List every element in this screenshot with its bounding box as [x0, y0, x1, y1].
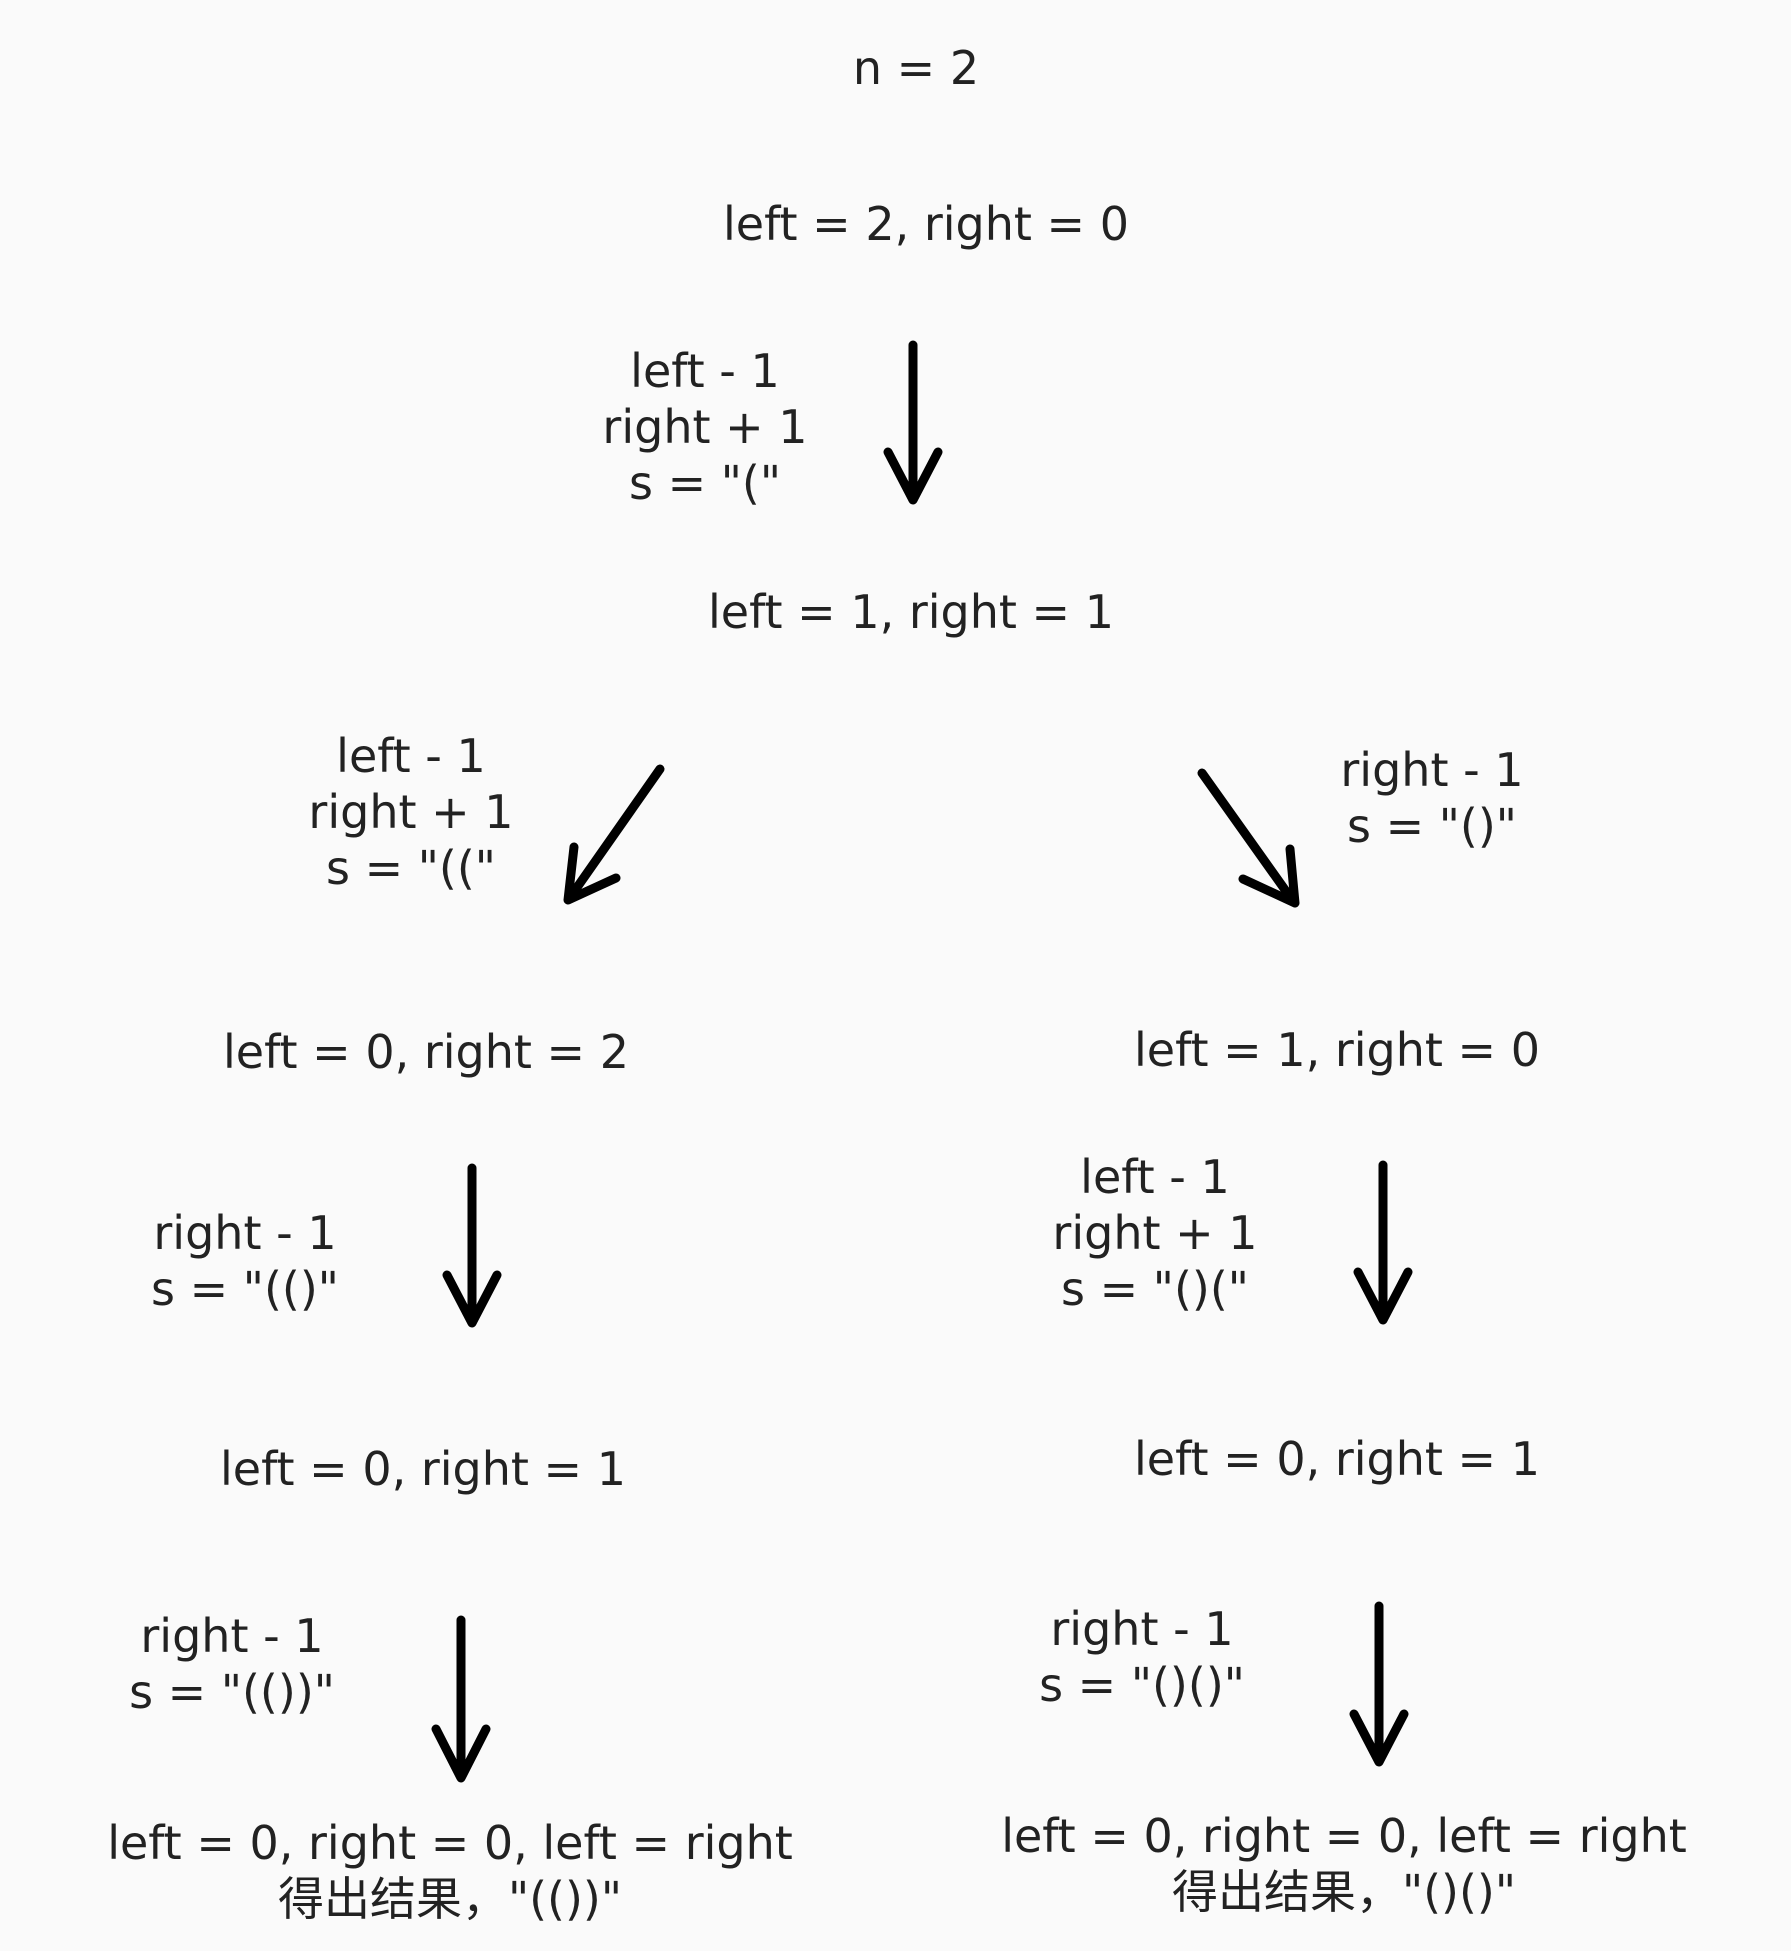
node-start: left = 2, right = 0 — [723, 197, 1129, 251]
node-left-2: left = 0, right = 1 — [220, 1442, 626, 1496]
edge-label-2-line-1: left - 1 — [336, 729, 486, 783]
node-right-3-line1: left = 0, right = 0, left = right — [1001, 1809, 1687, 1863]
edge-label-3: right - 1 s = "()" — [1340, 742, 1523, 854]
edge-label-6: left - 1 right + 1 s = "()(" — [1052, 1149, 1257, 1317]
edge-label-4-line-2: s = "(()" — [151, 1262, 339, 1316]
edge-label-2: left - 1 right + 1 s = "((" — [308, 728, 513, 896]
edge-label-1-line-2: right + 1 — [602, 400, 808, 454]
edge-label-5-line-1: right - 1 — [140, 1609, 324, 1663]
edge-label-6-line-3: s = "()(" — [1061, 1262, 1249, 1316]
edge-label-7-line-1: right - 1 — [1050, 1602, 1234, 1656]
edge-label-3-line-1: right - 1 — [1340, 743, 1524, 797]
arrow-7 — [1349, 1601, 1409, 1767]
arrow-1 — [883, 340, 943, 505]
node-left-3-result: 得出结果，"(())" — [277, 1872, 623, 1926]
edge-label-1-line-3: s = "(" — [628, 456, 782, 510]
edge-label-1: left - 1 right + 1 s = "(" — [602, 343, 807, 511]
node-right-1: left = 1, right = 0 — [1134, 1023, 1540, 1077]
node-right-3: left = 0, right = 0, left = right 得出结果，"… — [1001, 1808, 1687, 1920]
arrow-5 — [431, 1615, 491, 1783]
edge-label-7: right - 1 s = "()()" — [1039, 1601, 1245, 1713]
root-label: n = 2 — [852, 41, 980, 95]
edge-label-2-line-3: s = "((" — [326, 841, 496, 895]
node-right-3-result: 得出结果，"()()" — [1171, 1865, 1517, 1919]
node-left-3-line1: left = 0, right = 0, left = right — [107, 1816, 793, 1870]
arrow-2 — [563, 764, 665, 905]
edge-label-6-line-1: left - 1 — [1080, 1150, 1230, 1204]
arrow-4 — [442, 1163, 502, 1328]
edge-label-2-line-2: right + 1 — [308, 785, 514, 839]
edge-label-4-line-1: right - 1 — [153, 1206, 337, 1260]
edge-label-4: right - 1 s = "(()" — [151, 1205, 339, 1317]
arrow-3 — [1197, 768, 1300, 908]
edge-label-3-line-2: s = "()" — [1347, 799, 1517, 853]
edge-label-1-line-1: left - 1 — [630, 344, 780, 398]
node-left-3: left = 0, right = 0, left = right 得出结果，"… — [107, 1815, 793, 1927]
node-right-2: left = 0, right = 1 — [1134, 1432, 1540, 1486]
arrow-6 — [1353, 1160, 1413, 1325]
edge-label-6-line-2: right + 1 — [1052, 1206, 1258, 1260]
edge-label-7-line-2: s = "()()" — [1039, 1658, 1245, 1712]
node-left-1: left = 0, right = 2 — [223, 1025, 629, 1079]
edge-label-5: right - 1 s = "(())" — [129, 1608, 335, 1720]
edge-label-5-line-2: s = "(())" — [129, 1665, 335, 1719]
node-mid: left = 1, right = 1 — [708, 585, 1114, 639]
